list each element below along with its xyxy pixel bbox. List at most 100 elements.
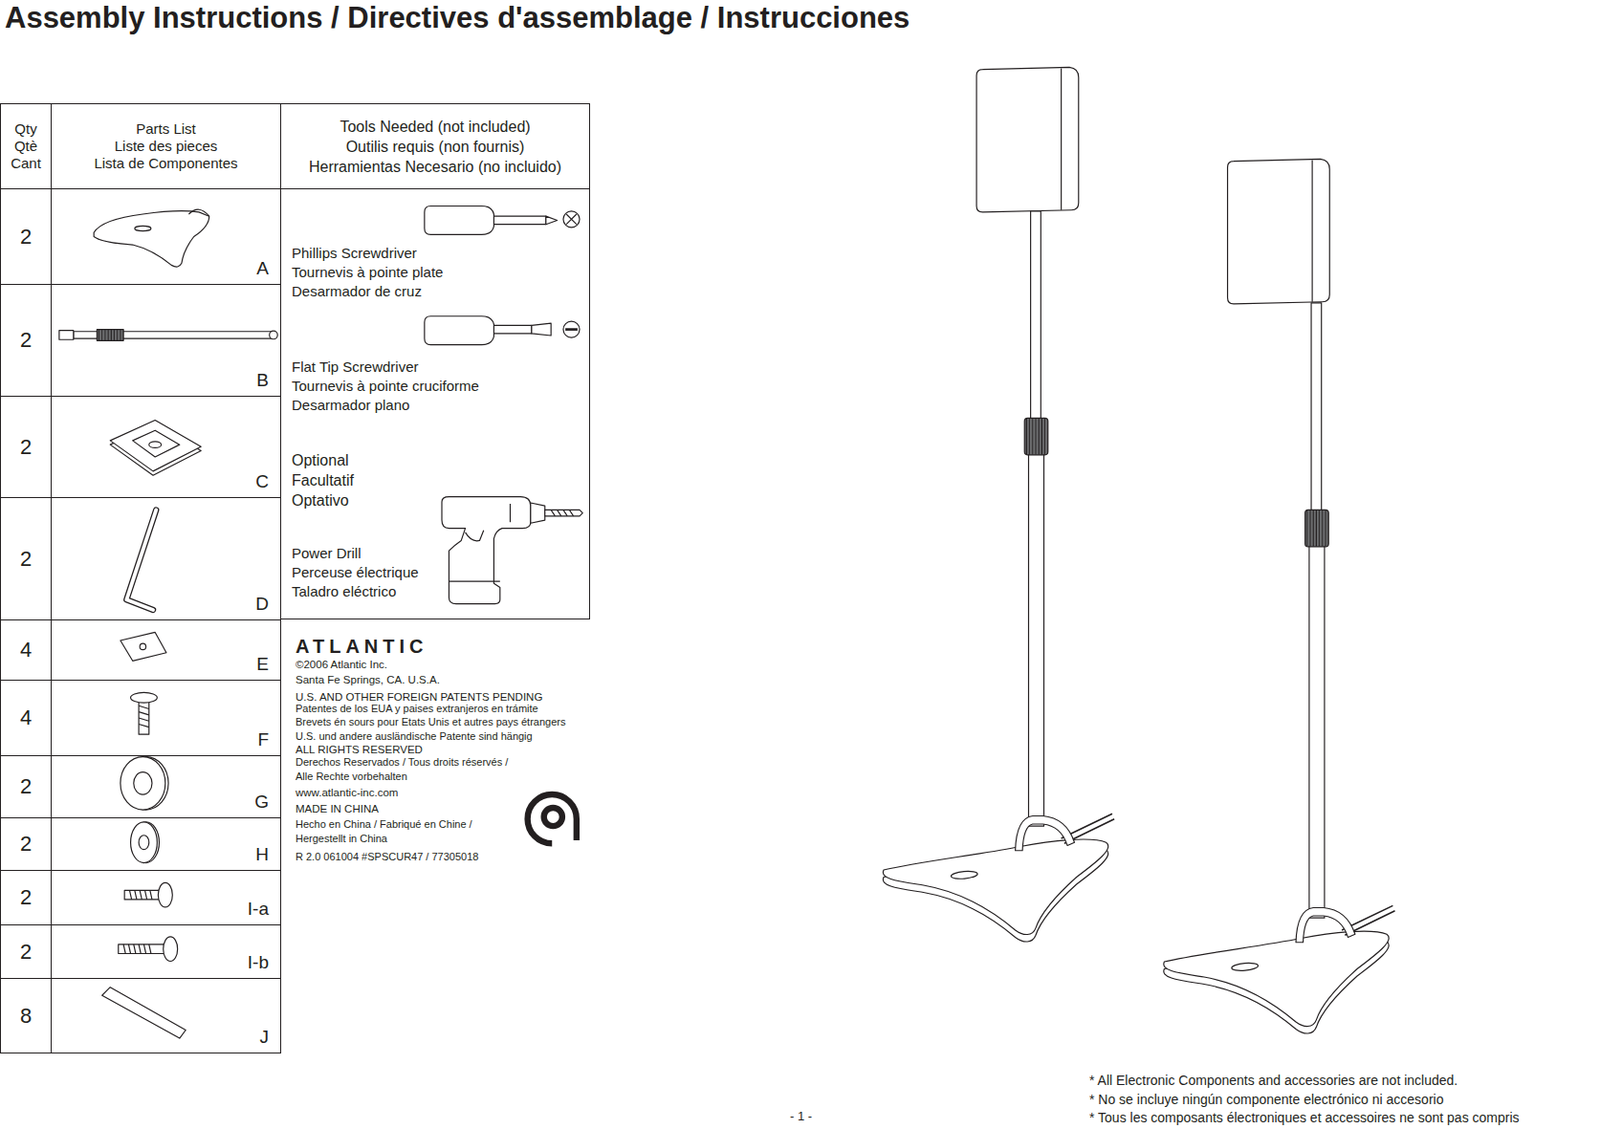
part-cell: B xyxy=(50,284,282,397)
quantity: 2 xyxy=(20,224,32,250)
part-cell: J xyxy=(50,978,282,1054)
tool-name: Power Drill xyxy=(291,544,362,564)
column-heading: Lista de Componentes xyxy=(93,154,238,173)
tool-name: Taladro eléctrico xyxy=(291,582,396,602)
revision-code: R 2.0 061004 #SPSCUR47 / 77305018 xyxy=(295,851,479,864)
rights-note: ALL RIGHTS RESERVED xyxy=(295,744,423,757)
patent-note: U.S. AND OTHER FOREIGN PATENTS PENDING xyxy=(295,691,543,704)
quantity-cell: 4 xyxy=(0,679,52,757)
quantity: 4 xyxy=(20,637,32,663)
address-note: Santa Fe Springs, CA. U.S.A. xyxy=(295,674,440,687)
speaker xyxy=(1227,158,1331,304)
part-cell: G xyxy=(50,755,282,819)
footnote: * Tous les composants électroniques et a… xyxy=(1089,1110,1520,1126)
rights-note: Derechos Reservados / Tous droits réserv… xyxy=(295,756,508,769)
quantity: 2 xyxy=(20,774,32,800)
header-cell: Parts ListListe des piecesLista de Compo… xyxy=(50,103,282,190)
part-letter: A xyxy=(256,258,269,280)
speaker xyxy=(976,66,1079,212)
rights-note: Alle Rechte vorbehalten xyxy=(295,770,408,784)
column-heading: Qtè xyxy=(14,137,38,155)
website-note: www.atlantic-inc.com xyxy=(295,787,398,800)
quantity-cell: 2 xyxy=(0,870,52,926)
quantity-cell: 8 xyxy=(0,978,52,1054)
quantity-cell: 2 xyxy=(0,755,52,819)
stand xyxy=(1163,303,1396,1034)
quantity: 2 xyxy=(20,940,32,965)
part-cell: I-a xyxy=(50,870,282,926)
column-heading: Liste des pieces xyxy=(114,137,219,155)
tool-name: Desarmador de cruz xyxy=(291,282,422,302)
patent-note: Brevets én sours pour Etats Unis et autr… xyxy=(295,716,566,729)
column-heading: Cant xyxy=(10,154,42,173)
tool-name: Optional xyxy=(291,450,350,471)
part-cell: A xyxy=(50,188,282,285)
part-letter: I-b xyxy=(247,952,269,974)
quantity-cell: 2 xyxy=(0,188,52,285)
part-letter: B xyxy=(256,370,269,392)
tool-name: Flat Tip Screwdriver xyxy=(291,357,419,377)
tool-name: Optativo xyxy=(291,490,350,511)
quantity-cell: 2 xyxy=(0,924,52,980)
tool-icons xyxy=(424,206,583,605)
quantity-cell: 2 xyxy=(0,497,52,621)
tool-name: Facultatif xyxy=(291,470,354,491)
page-number: - 1 - xyxy=(789,1109,812,1125)
origin-note: MADE IN CHINA xyxy=(295,803,379,816)
footnote: * No se incluye ningún componente electr… xyxy=(1089,1092,1444,1108)
part-letter: J xyxy=(260,1027,270,1049)
quantity: 8 xyxy=(20,1004,32,1030)
stand xyxy=(882,211,1115,943)
quantity-cell: 4 xyxy=(0,619,52,681)
recycle-logo xyxy=(527,794,577,844)
part-letter: D xyxy=(255,593,269,615)
part-cell: C xyxy=(50,395,282,499)
column-heading: Qty xyxy=(14,120,37,138)
tool-name: Phillips Screwdriver xyxy=(291,243,417,264)
quantity: 2 xyxy=(20,435,32,461)
tool-name: Tournevis à pointe cruciforme xyxy=(291,376,480,396)
tool-name: Desarmador plano xyxy=(291,395,410,416)
quantity: 4 xyxy=(20,705,32,731)
column-heading: Herramientas Necesario (no incluido) xyxy=(308,156,562,177)
part-cell: H xyxy=(50,817,282,872)
column-heading: Outilis requis (non fournis) xyxy=(346,136,526,157)
column-heading: Tools Needed (not included) xyxy=(339,116,530,137)
quantity: 2 xyxy=(20,832,32,857)
page-title: Assembly Instructions / Directives d'ass… xyxy=(4,1,910,35)
part-cell: I-b xyxy=(50,924,282,980)
part-letter: H xyxy=(255,844,269,866)
quantity: 2 xyxy=(20,328,32,353)
part-letter: F xyxy=(257,729,269,751)
patent-note: Patentes de los EUA y paises extranjeros… xyxy=(295,702,539,716)
part-cell: F xyxy=(50,679,282,757)
part-cell: D xyxy=(50,497,282,621)
quantity: 2 xyxy=(20,547,32,572)
quantity-cell: 2 xyxy=(0,817,52,872)
part-cell: E xyxy=(50,619,282,681)
origin-note: Hergestellt in China xyxy=(295,832,388,846)
footnote: * All Electronic Components and accessor… xyxy=(1089,1073,1458,1089)
patent-note: U.S. und andere ausländische Patente sin… xyxy=(295,730,533,744)
header-cell: QtyQtèCant xyxy=(0,103,52,190)
origin-note: Hecho en China / Fabriqué en Chine / xyxy=(295,818,473,832)
column-heading: Parts List xyxy=(135,120,197,138)
part-letter: G xyxy=(254,791,269,813)
quantity: 2 xyxy=(20,885,32,911)
part-letter: I-a xyxy=(247,898,269,921)
tool-name: Tournevis à pointe plate xyxy=(291,263,443,283)
part-letter: C xyxy=(255,471,269,493)
quantity-cell: 2 xyxy=(0,395,52,499)
quantity-cell: 2 xyxy=(0,284,52,397)
tool-name: Perceuse électrique xyxy=(291,563,419,583)
brand-logo: ATLANTIC xyxy=(295,635,429,658)
part-letter: E xyxy=(256,654,269,676)
header-cell: Tools Needed (not included)Outilis requi… xyxy=(280,103,591,190)
copyright-note: ©2006 Atlantic Inc. xyxy=(295,658,388,672)
tools-panel: Phillips ScrewdriverTournevis à pointe p… xyxy=(280,188,591,620)
part-drawings xyxy=(59,209,278,1039)
